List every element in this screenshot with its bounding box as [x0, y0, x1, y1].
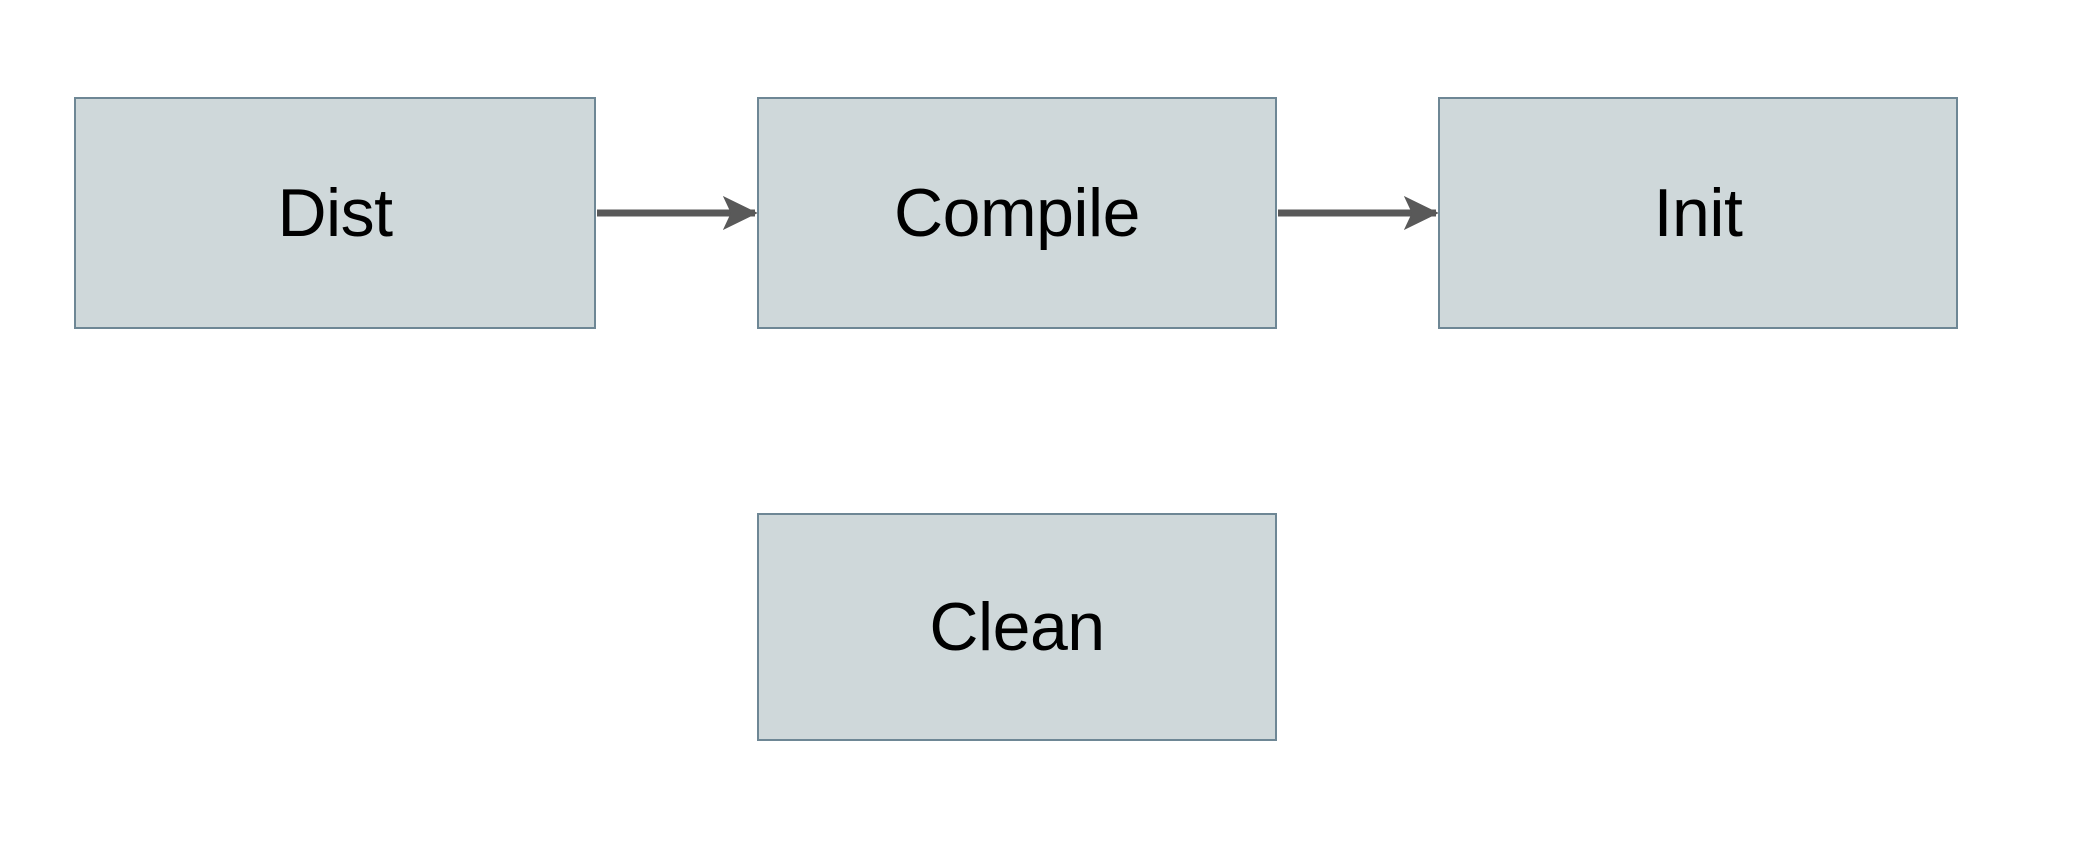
node-dist-label: Dist	[277, 175, 393, 251]
node-compile[interactable]: Compile	[757, 97, 1277, 329]
node-dist[interactable]: Dist	[74, 97, 596, 329]
node-init[interactable]: Init	[1438, 97, 1958, 329]
node-clean-label: Clean	[929, 589, 1105, 665]
node-compile-label: Compile	[894, 175, 1140, 251]
node-clean[interactable]: Clean	[757, 513, 1277, 741]
node-init-label: Init	[1653, 175, 1743, 251]
